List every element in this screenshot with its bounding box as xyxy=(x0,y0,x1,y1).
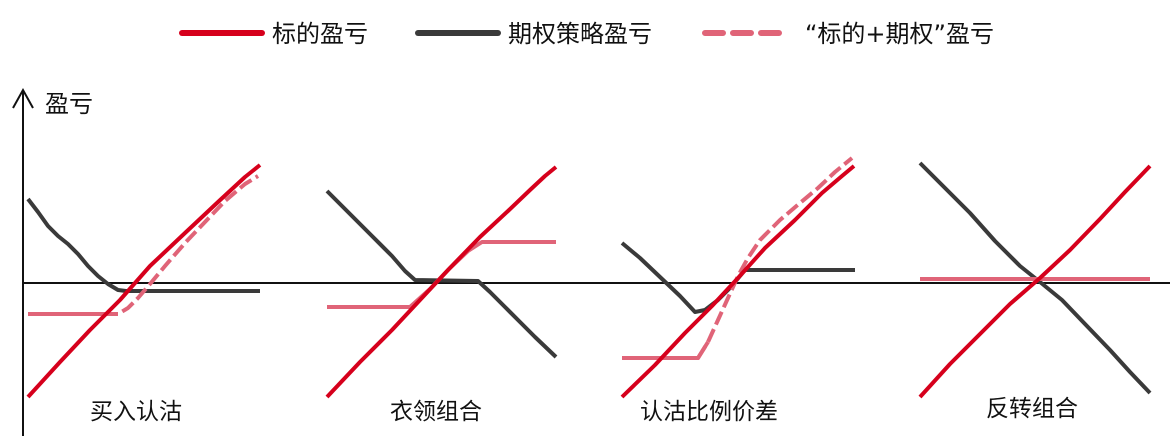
panel-collar: 衣领组合 xyxy=(325,165,558,425)
long-put-strategy-line xyxy=(26,197,260,293)
collar-underlying-line xyxy=(325,165,558,399)
panel-label-reversal: 反转组合 xyxy=(986,396,1078,422)
long-put-combined-line xyxy=(28,174,260,316)
panel-label-collar: 衣领组合 xyxy=(390,399,482,425)
legend-underlying-label: 标的盈亏 xyxy=(272,20,368,48)
ratio-combined-left xyxy=(622,340,710,360)
panel-label-put-ratio-spread: 认沽比例价差 xyxy=(640,399,778,425)
axes: 盈亏 xyxy=(12,87,1170,436)
panel-long-put: 买入认沽 xyxy=(26,163,262,425)
y-axis-arrow xyxy=(12,87,34,109)
y-axis-label: 盈亏 xyxy=(45,90,93,118)
legend-strategy-label: 期权策略盈亏 xyxy=(508,20,652,48)
reversal-strategy-line xyxy=(918,161,1152,395)
panel-label-long-put: 买入认沽 xyxy=(90,399,182,425)
ratio-combined-line xyxy=(622,156,854,360)
panel-put-ratio-spread: 认沽比例价差 xyxy=(620,156,856,425)
panel-reversal: 反转组合 xyxy=(918,161,1152,422)
reversal-underlying-line xyxy=(918,164,1152,399)
long-put-underlying-line xyxy=(26,163,262,399)
legend: 标的盈亏 期权策略盈亏 “标的+期权”盈亏 xyxy=(179,20,994,48)
legend-combined-label: “标的+期权”盈亏 xyxy=(805,20,994,48)
ratio-underlying-line xyxy=(620,164,856,399)
collar-strategy-line xyxy=(325,189,558,359)
